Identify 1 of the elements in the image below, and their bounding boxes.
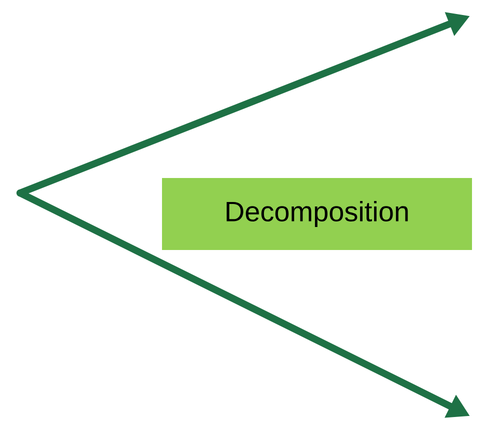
label-box: Decomposition bbox=[162, 178, 472, 250]
